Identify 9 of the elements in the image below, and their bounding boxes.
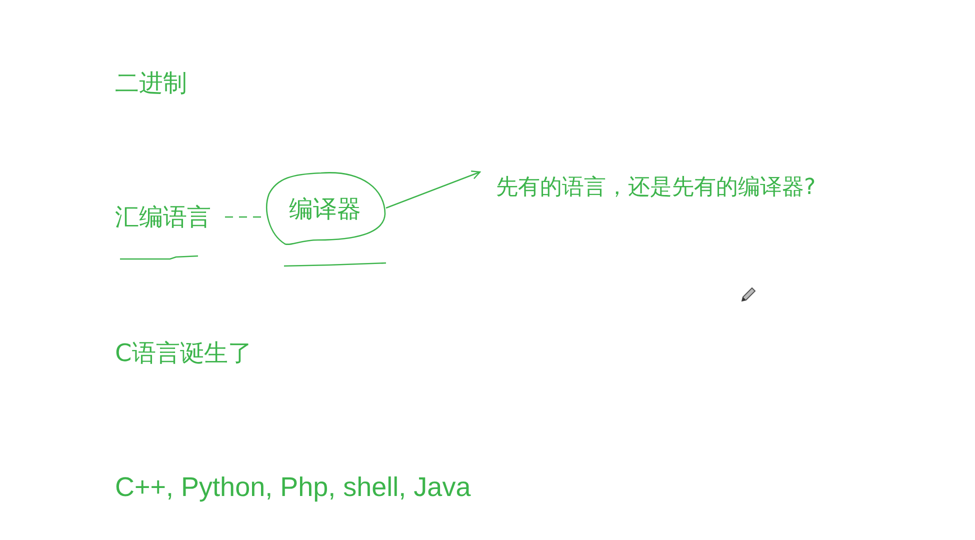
connector-line: [225, 216, 263, 218]
term-text: 编译器: [289, 194, 361, 225]
note-text: C++, Python, Php, shell, Java: [115, 472, 471, 502]
arrow: [386, 170, 481, 209]
note-text: 汇编语言: [115, 202, 211, 233]
note-text: 二进制: [115, 68, 187, 99]
circled-term: [263, 170, 387, 248]
note-text: C语言诞生了: [115, 338, 252, 369]
note-text: 先有的语言，还是先有的编译器?: [496, 174, 816, 202]
